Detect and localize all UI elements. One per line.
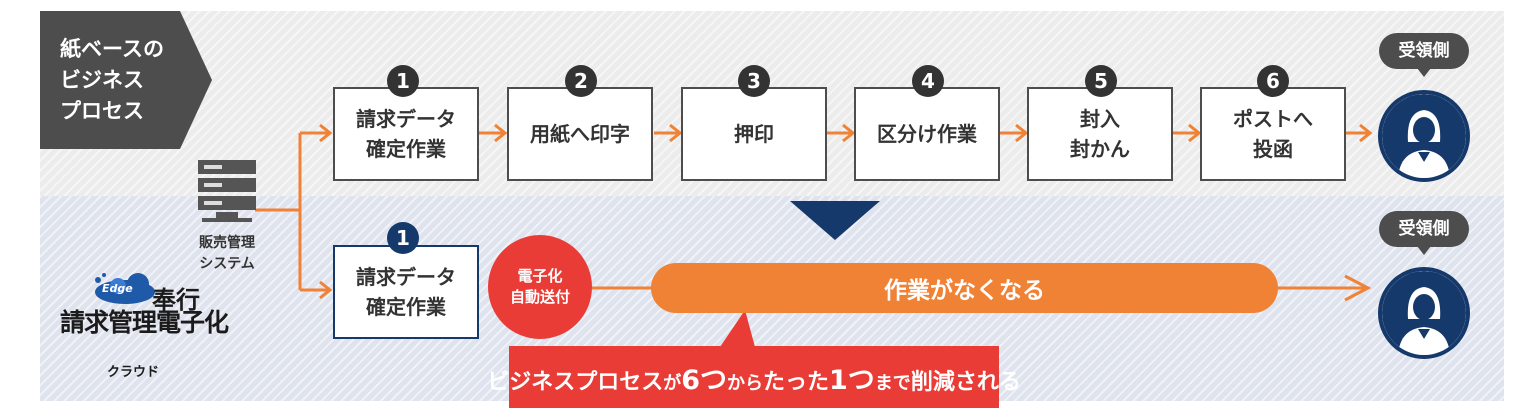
digital-step-number: 1 bbox=[387, 222, 419, 254]
recipient-label-top: 受領開封 bbox=[1402, 160, 1446, 173]
auto-send-circle: 電子化 自動送付 bbox=[488, 235, 592, 339]
banner-pointer-icon bbox=[720, 310, 755, 347]
step-box-4: 区分け作業 bbox=[854, 87, 1000, 181]
step-box-1: 請求データ 確定作業 bbox=[333, 87, 479, 181]
banner-text-part: 1つ bbox=[829, 364, 875, 396]
paper-process-label-shape bbox=[40, 11, 212, 149]
step-number-5: 5 bbox=[1085, 65, 1117, 97]
step-number-4: 4 bbox=[912, 65, 944, 97]
step-number-3: 3 bbox=[738, 65, 770, 97]
banner-text-part: たった bbox=[763, 369, 830, 395]
reduction-banner: ビジネスプロセスが6つからたった1つまで削減される bbox=[487, 346, 1021, 408]
step-number-2: 2 bbox=[565, 65, 597, 97]
digital-step-box: 請求データ 確定作業 bbox=[333, 245, 479, 339]
banner-text-part: 6つ bbox=[681, 364, 727, 396]
step-label: 請求データ 確定作業 bbox=[356, 107, 456, 161]
banner-text-part: から bbox=[727, 372, 763, 394]
cloud-logo-icon bbox=[95, 273, 155, 304]
server-label: 販売管理 システム bbox=[199, 235, 255, 272]
step-box-2: 用紙へ印字 bbox=[507, 87, 653, 181]
step-number-1: 1 bbox=[387, 65, 419, 97]
logo-cloud: クラウド bbox=[107, 365, 160, 380]
logo-edge: Edge bbox=[102, 282, 133, 295]
banner-text-part: まで bbox=[874, 372, 911, 394]
logo-brand: 奉行 bbox=[152, 286, 200, 314]
step-label: 用紙へ印字 bbox=[530, 122, 630, 146]
bubble-tail-icon bbox=[1417, 68, 1431, 77]
step-box-3: 押印 bbox=[681, 87, 827, 181]
recipient-label-bottom: 受領閲覧 bbox=[1402, 337, 1446, 350]
down-arrow-icon bbox=[790, 201, 880, 240]
recipient-bubble-top: 受領側 bbox=[1379, 33, 1469, 69]
person-icon bbox=[1382, 94, 1466, 178]
banner-text-part: 削減される bbox=[910, 369, 1021, 395]
no-work-bar: 作業がなくなる bbox=[651, 263, 1278, 313]
auto-send-label: 電子化 自動送付 bbox=[509, 267, 570, 306]
bubble-tail-icon bbox=[1417, 246, 1431, 255]
banner-text-part: が bbox=[663, 372, 682, 394]
step-number-6: 6 bbox=[1257, 65, 1289, 97]
step-label: 押印 bbox=[734, 122, 774, 146]
banner-text-part: ビジネスプロセス bbox=[487, 369, 664, 395]
step-label: ポストへ 投函 bbox=[1233, 107, 1313, 161]
recipient-avatar-top: 受領開封 bbox=[1378, 90, 1470, 182]
paper-process-label: 紙ベースの ビジネス プロセス bbox=[60, 37, 164, 123]
step-label: 区分け作業 bbox=[877, 122, 977, 146]
step-label: 封入 封かん bbox=[1070, 107, 1130, 161]
reduction-text: ビジネスプロセスが6つからたった1つまで削減される bbox=[487, 358, 1021, 397]
person-icon bbox=[1382, 271, 1466, 355]
no-work-label: 作業がなくなる bbox=[884, 278, 1045, 304]
server-icon bbox=[198, 160, 256, 222]
step-label: 請求データ 確定作業 bbox=[356, 265, 456, 319]
recipient-bubble-bottom: 受領側 bbox=[1379, 211, 1469, 247]
logo-product: 請求管理電子化 bbox=[60, 308, 229, 337]
step-box-6: ポストへ 投函 bbox=[1200, 87, 1346, 181]
step-box-5: 封入 封かん bbox=[1027, 87, 1173, 181]
recipient-avatar-bottom: 受領閲覧 bbox=[1378, 267, 1470, 359]
